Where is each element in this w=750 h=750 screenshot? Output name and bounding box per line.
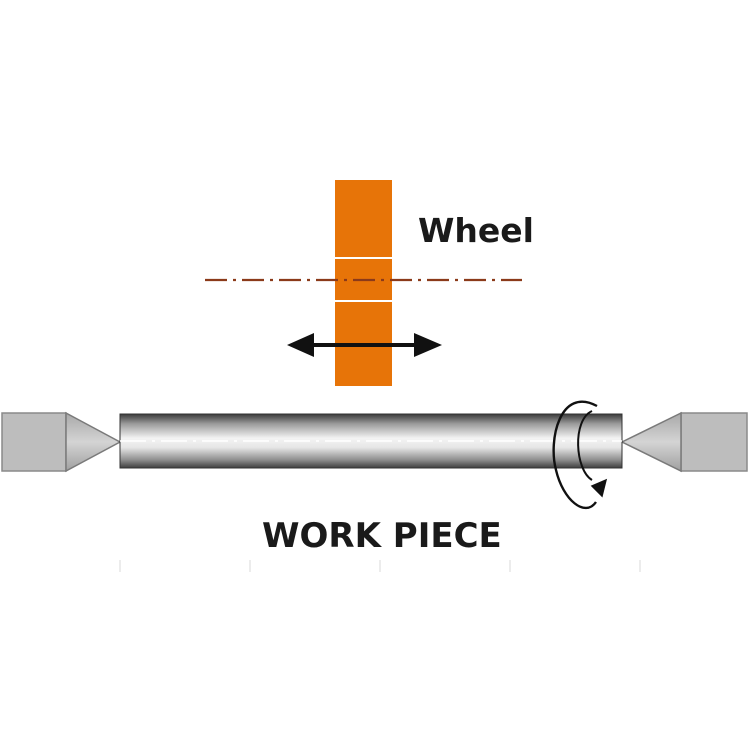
grinding-wheel [335,180,392,386]
right-center [620,411,748,473]
workpiece-label: WORK PIECE [262,516,502,556]
left-center [1,411,122,473]
bottom-ticks [119,560,641,572]
workpiece [119,413,623,469]
right-center-body [680,412,748,472]
wheel-label: Wheel [418,211,534,250]
left-center-tip [65,411,122,473]
left-center-body [1,412,67,472]
traverse-arrow-icon [287,333,442,357]
rotation-arrow-icon [552,400,608,510]
right-center-tip [620,411,682,473]
wheel-body [335,180,392,386]
